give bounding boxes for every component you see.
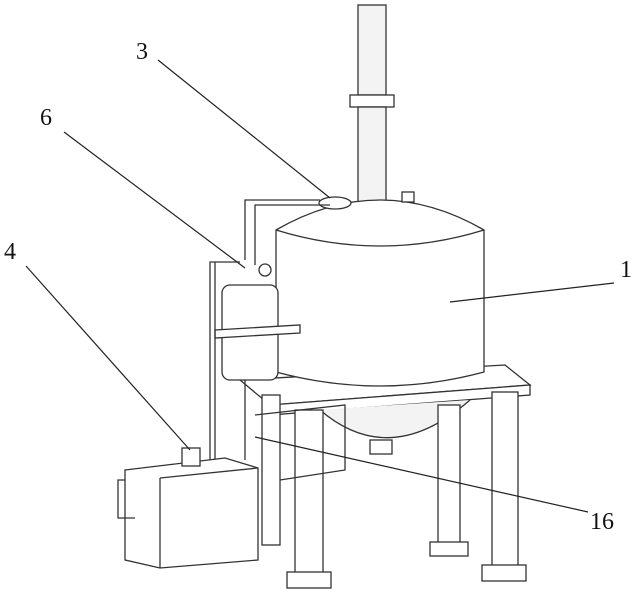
leader-line — [254, 436, 589, 513]
lift-column-shaft — [357, 106, 387, 203]
foot — [286, 571, 332, 589]
foot — [429, 541, 469, 557]
leader-line — [157, 59, 331, 199]
pipes — [209, 199, 330, 460]
main-tank — [275, 199, 485, 387]
column-collar — [349, 94, 395, 108]
label-3: 3 — [136, 39, 148, 65]
top-port — [401, 191, 415, 203]
leader-line — [25, 265, 191, 451]
leader-line — [63, 131, 246, 269]
label-4: 4 — [4, 239, 16, 265]
outlet-valve — [369, 439, 393, 455]
pump — [181, 447, 201, 467]
leg — [491, 391, 519, 568]
pump-tank — [124, 457, 259, 569]
label-16: 16 — [590, 509, 614, 535]
label-6: 6 — [40, 105, 52, 131]
lift-column-top — [357, 4, 387, 96]
leg — [261, 394, 281, 546]
foot — [481, 564, 527, 582]
top-valve — [318, 196, 352, 210]
leader-line — [449, 282, 615, 303]
leg — [294, 409, 324, 576]
label-1: 1 — [620, 257, 632, 283]
leg — [437, 404, 461, 546]
